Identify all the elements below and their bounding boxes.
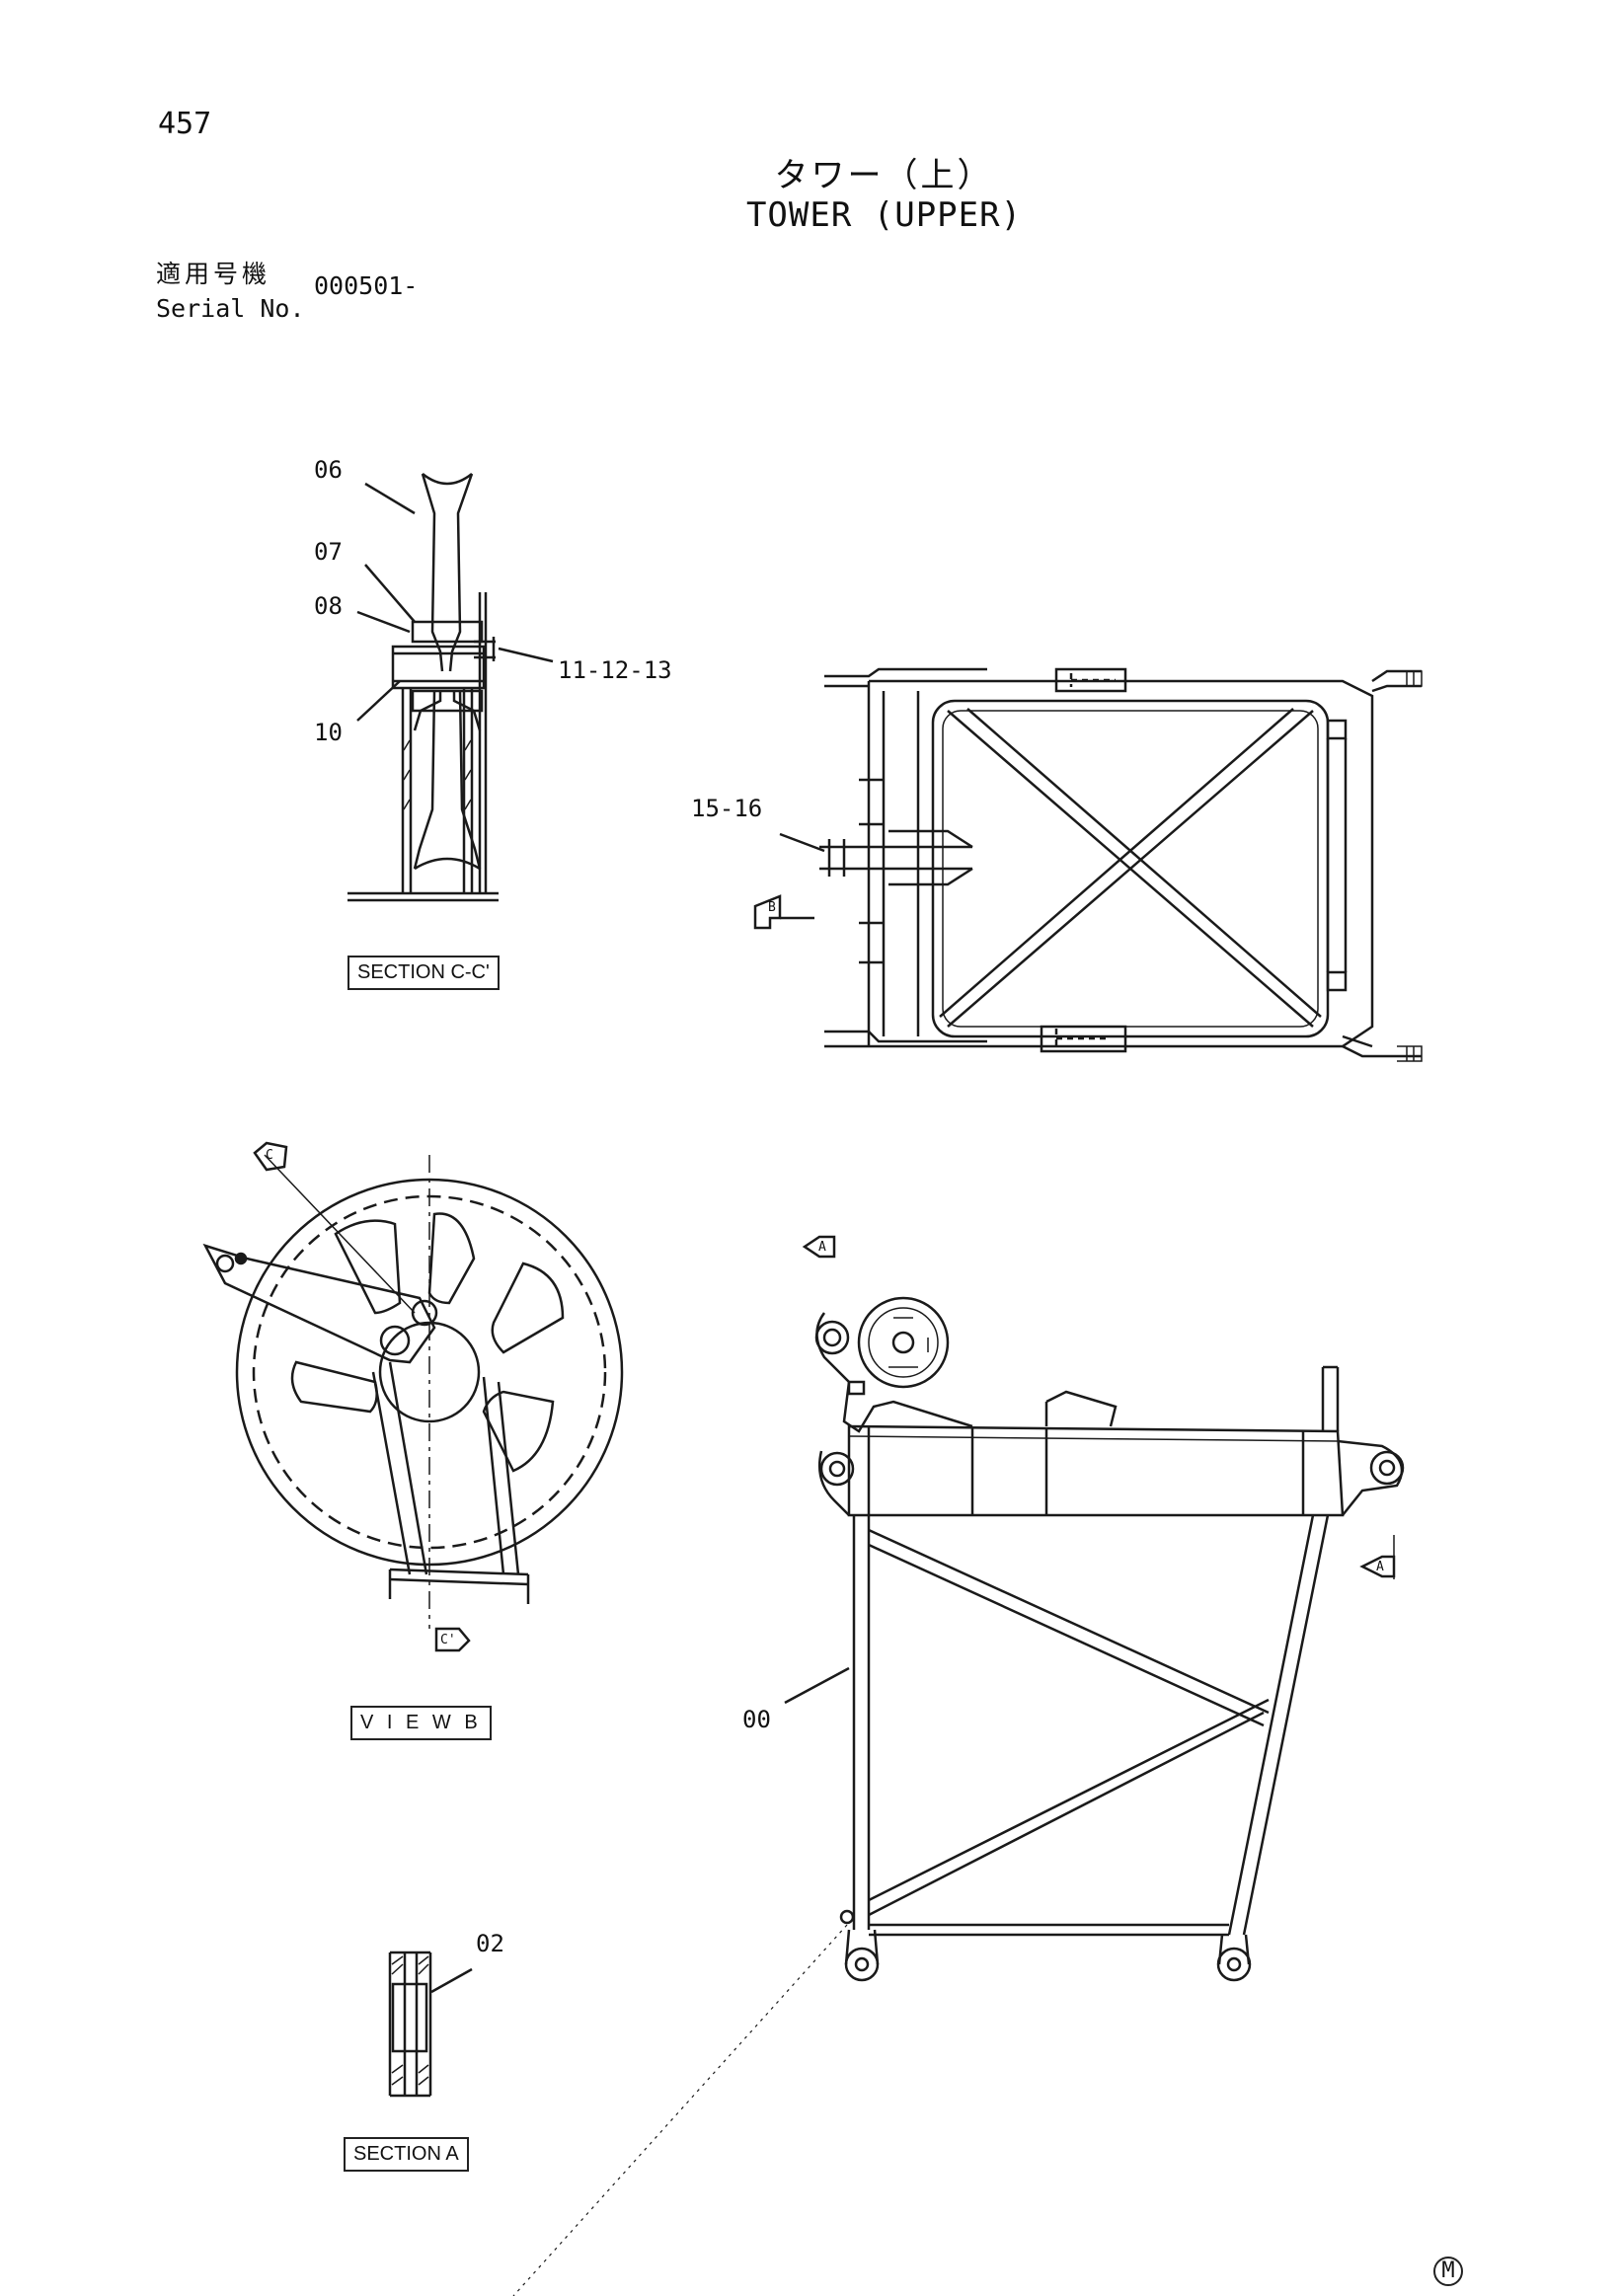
callout-11-12-13: 11-12-13 [558,656,672,684]
callout-10: 10 [314,719,343,746]
label-view-b: V I E W B [350,1706,492,1740]
footer-m-mark: M [1433,2257,1463,2286]
callout-02: 02 [476,1930,504,1957]
marker-b: B [768,900,776,915]
marker-c-top: C [266,1148,273,1163]
section-cc-drawing [347,473,554,902]
label-section-a: SECTION A [344,2137,469,2172]
serial-label-english: Serial No. [156,294,305,323]
serial-label-japanese: 適用号機 [156,260,271,288]
callout-15-16: 15-16 [691,795,763,822]
section-a-drawing [388,1951,473,2098]
callout-06: 06 [314,456,343,484]
marker-a-top: A [818,1240,826,1255]
title-japanese: タワー（上） [774,156,994,195]
callout-08: 08 [314,592,343,620]
callout-07: 07 [314,538,343,566]
view-b-drawing [202,1141,624,1652]
marker-c-bottom: C' [440,1633,456,1647]
page-number: 457 [158,107,212,141]
title-english: TOWER (UPPER) [745,195,1023,235]
side-view-drawing [512,1235,1405,2296]
callout-00: 00 [742,1706,771,1733]
serial-value: 000501- [314,271,419,300]
marker-a-right: A [1376,1560,1384,1574]
plan-view-drawing [753,667,1423,1062]
label-section-cc: SECTION C-C' [347,956,500,990]
